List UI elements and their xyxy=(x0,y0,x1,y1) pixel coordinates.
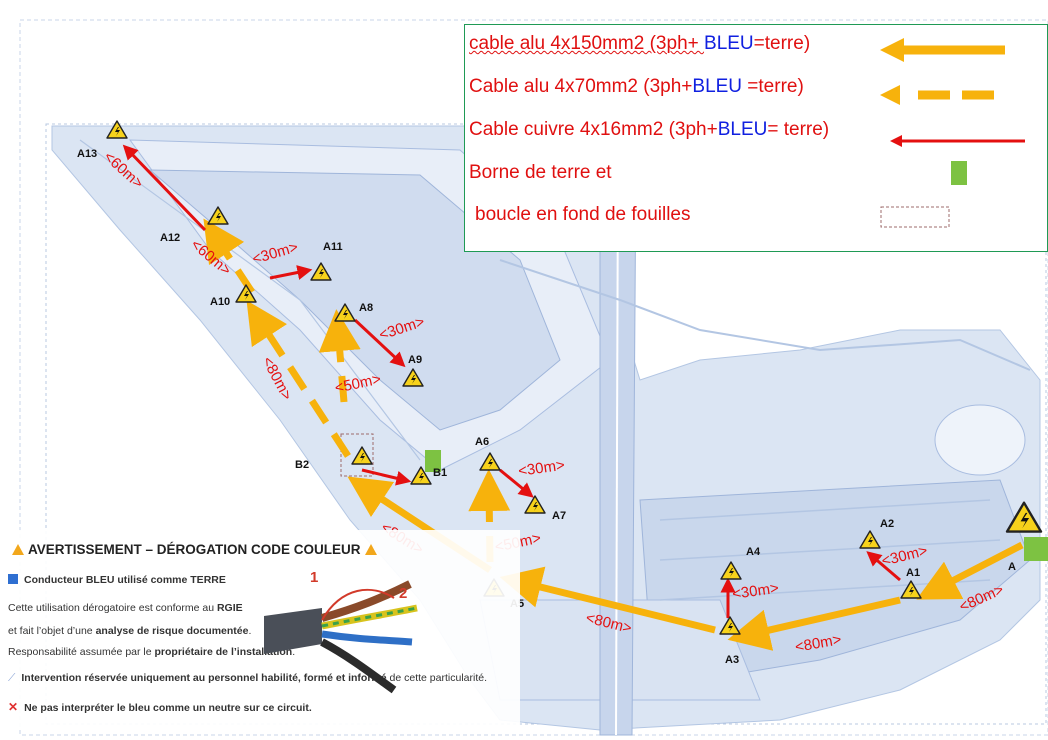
node-label: A1 xyxy=(906,567,920,579)
node-label: B2 xyxy=(295,459,309,471)
node-label: A9 xyxy=(408,354,422,366)
cable-a10-a12 xyxy=(203,218,255,294)
distance-label: <30m> xyxy=(731,580,780,603)
node-label: A4 xyxy=(746,546,761,558)
cable-a1-a2 xyxy=(866,551,901,582)
cable-mark: 2 xyxy=(399,585,407,602)
legend-symbol-earth xyxy=(951,161,967,185)
node-label: A13 xyxy=(77,148,97,160)
warning-icon xyxy=(12,544,24,555)
legend-symbol-loop xyxy=(880,206,950,228)
node-label: A8 xyxy=(359,302,373,314)
node-label: A11 xyxy=(323,241,343,253)
warning-line: et fait l’objet d’une analyse de risque … xyxy=(8,625,251,637)
legend-arrowhead xyxy=(890,135,902,147)
legend-item-cuivre: Cable cuivre 4x16mm2 (3ph+BLEU= terre) xyxy=(469,119,829,141)
legend-item-earth: Borne de terre et xyxy=(469,162,612,183)
warning-title-text: AVERTISSEMENT – DÉROGATION CODE COULEUR xyxy=(28,542,361,557)
node-label: B1 xyxy=(433,467,447,479)
legend-text: = terre) xyxy=(767,119,830,140)
cable-mark: 1 xyxy=(310,569,318,586)
warning-text: de cette particularité. xyxy=(386,672,487,684)
warning-text-bold: analyse de risque documentée xyxy=(95,625,249,637)
legend-item-loop: boucle en fond de fouilles xyxy=(475,204,691,225)
node-label: A6 xyxy=(475,436,489,448)
legend-text: cable alu 4x150mm2 (3ph+ xyxy=(469,33,705,54)
warning-text: Cette utilisation dérogatoire est confor… xyxy=(8,602,217,614)
legend-text: Cable cuivre 4x16mm2 (3ph+ xyxy=(469,119,718,140)
cable-b2-a8 xyxy=(318,309,361,403)
warning-text: . xyxy=(292,646,296,658)
legend-text: =terre) xyxy=(753,33,811,54)
wand-icon: ⟋ xyxy=(8,672,16,684)
earth-loop-b2 xyxy=(340,433,374,477)
cable-a3-a5 xyxy=(499,566,716,634)
cable-a1-a3 xyxy=(727,596,901,651)
distance-label: <30m> xyxy=(517,457,566,480)
warning-line: ⟋ Intervention réservée uniquement au per… xyxy=(8,672,487,685)
earth-terminal-a xyxy=(1024,537,1048,561)
legend-arrowhead xyxy=(880,85,900,105)
cable-illustration: 1 2 xyxy=(264,569,418,694)
node-label: A12 xyxy=(160,232,180,244)
node-labels: A A1 A2 A3 A4 A5 A6 A7 A8 A9 A10 A11 A12… xyxy=(77,148,1016,666)
cable-a8-a9 xyxy=(353,318,406,368)
warning-text-bold: RGIE xyxy=(216,602,243,614)
cable-cuivre-lines xyxy=(122,144,901,618)
warning-text: . xyxy=(248,625,252,637)
warning-text-bold: Intervention réservée uniquement au pers… xyxy=(21,672,387,684)
warning-text: et fait l’objet d’une xyxy=(8,625,96,637)
cross-icon: ✕ xyxy=(8,700,19,714)
legend-blue-word: BLEU xyxy=(717,119,768,140)
warning-text-bold: propriétaire de l’installation xyxy=(154,646,293,658)
node-label: A3 xyxy=(725,654,739,666)
legend-symbols xyxy=(880,38,1025,228)
legend-arrowhead xyxy=(880,38,904,62)
warning-line: Responsabilité assumée par le propriétai… xyxy=(8,646,295,658)
warning-title: AVERTISSEMENT – DÉROGATION CODE COULEUR xyxy=(8,542,381,557)
warning-line: ✕ Ne pas interpréter le bleu comme un neu… xyxy=(8,700,312,714)
warning-line-blue: Conducteur BLEU utilisé comme TERRE xyxy=(8,574,226,586)
cable-a6-a7 xyxy=(499,468,534,498)
warning-panel: AVERTISSEMENT – DÉROGATION CODE COULEUR … xyxy=(0,530,520,730)
legend-blue-word: BLEU xyxy=(692,76,743,97)
node-label: A2 xyxy=(880,518,894,530)
warning-icon xyxy=(364,544,377,555)
node-label: A7 xyxy=(552,510,566,522)
legend-item-alu150: cable alu 4x150mm2 (3ph+ BLEU=terre) xyxy=(469,33,810,55)
warning-text: Conducteur BLEU utilisé comme TERRE xyxy=(24,574,226,586)
cable-b2-a10 xyxy=(246,300,351,458)
cable-b2-b1 xyxy=(361,468,412,486)
node-label: A10 xyxy=(210,296,230,308)
warning-line: Cette utilisation dérogatoire est confor… xyxy=(8,602,243,614)
cable-alu150-lines xyxy=(347,476,1024,651)
warning-text: Ne pas interpréter le bleu comme un neut… xyxy=(24,702,312,714)
cable-a12-a11 xyxy=(269,265,313,280)
legend-blue-word: BLEU xyxy=(704,33,754,54)
cable-a-a1 xyxy=(916,541,1024,600)
legend-text: Cable alu 4x70mm2 (3ph+ xyxy=(469,76,693,97)
blue-square-icon xyxy=(8,574,18,584)
cable-a12-a13 xyxy=(122,144,207,232)
earth-terminal-b1 xyxy=(425,450,441,472)
legend-item-alu70: Cable alu 4x70mm2 (3ph+BLEU =terre) xyxy=(469,76,804,98)
legend: cable alu 4x150mm2 (3ph+ BLEU=terre) Cab… xyxy=(464,24,1048,252)
legend-text: =terre) xyxy=(742,76,804,97)
warning-text: Responsabilité assumée par le xyxy=(8,646,155,658)
node-label: A xyxy=(1008,561,1016,573)
